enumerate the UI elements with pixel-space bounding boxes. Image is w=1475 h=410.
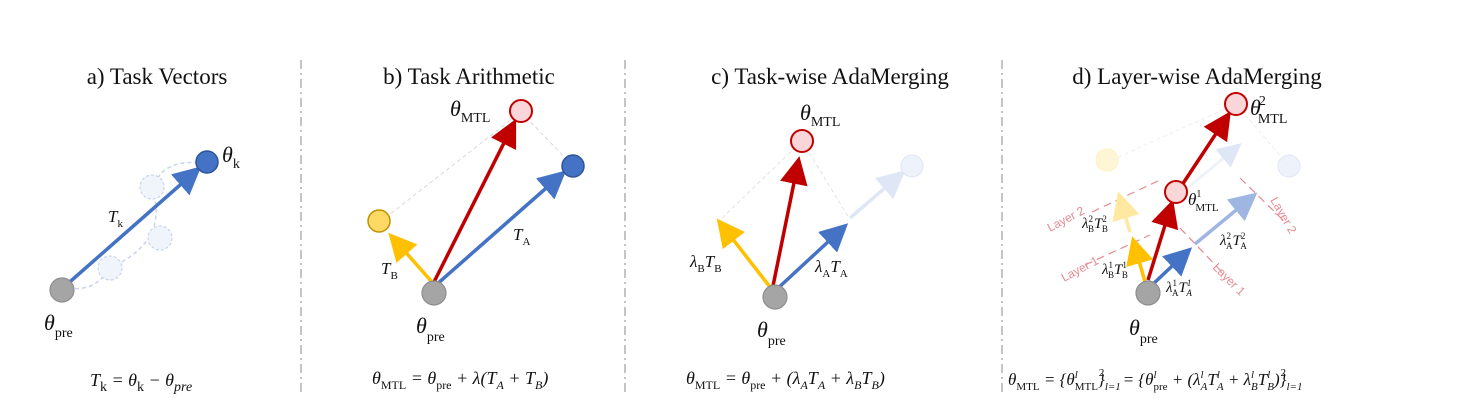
panel-b-point-mtl	[509, 99, 533, 123]
panel-b-point-b	[367, 209, 391, 233]
panel-b: b) Task Arithmetic θMTL TA TB θpre θMTL …	[367, 64, 585, 392]
panel-a-theta-pre-point	[49, 277, 75, 303]
panel-b-arrow-mtl	[432, 118, 517, 283]
panel-b-arrow-b	[388, 232, 434, 284]
panel-a-title: a) Task Vectors	[87, 64, 228, 89]
panel-d-blue-layer1-arrow	[1150, 247, 1193, 287]
panel-d-layer1-right-band	[1179, 227, 1223, 273]
panel-a-tk-label: Tk	[108, 207, 123, 230]
panel-c-point-mtl	[790, 129, 814, 153]
panel-d-yellow-layer1-arrow	[1126, 236, 1154, 283]
panel-d-faded-b-point	[1095, 148, 1119, 172]
panel-d-blue-layer2-arrow	[1193, 192, 1258, 246]
panel-d-layer2-right-band	[1239, 177, 1286, 223]
panel-a-task-vector-arrow	[62, 166, 202, 289]
panel-a-theta-k-label: θk	[222, 142, 240, 172]
panel-b-pre-label: θpre	[416, 313, 445, 345]
panel-c-dashed-2	[801, 140, 850, 219]
panel-b-title: b) Task Arithmetic	[383, 64, 555, 89]
panel-d-pre-label: θpre	[1129, 315, 1158, 347]
panel-a-equation: Tk = θk − θpre	[90, 370, 192, 395]
panel-d-yellow-layer2-arrow	[1112, 191, 1140, 233]
panel-d-faded-blue-arrow	[1184, 143, 1242, 192]
panel-b-point-a	[561, 154, 585, 178]
panel-c-pre-label: θpre	[757, 317, 786, 349]
panel-a-faded-point-3	[139, 174, 165, 200]
panel-d-red-layer1-arrow	[1146, 199, 1179, 281]
panel-d: d) Layer-wise AdaMerging Layer 2 Layer 1…	[1008, 64, 1322, 393]
panel-d-mtl2-point	[1224, 92, 1248, 116]
panel-d-layer2-left-band	[1091, 179, 1161, 213]
panel-c-equation: θMTL = θpre + (λATA + λBTB)	[686, 368, 885, 392]
panel-b-mtl-label: θMTL	[450, 96, 490, 126]
panel-d-layer1-right-label: Layer 1	[1210, 260, 1248, 298]
panel-a-faded-point-2	[147, 225, 173, 251]
panel-b-equation: θMTL = θpre + λ(TA + TB)	[372, 368, 548, 392]
panel-b-ta-label: TA	[513, 225, 530, 248]
panel-d-layer2-right-label: Layer 2	[1267, 195, 1299, 237]
panel-b-dashed-2	[520, 111, 574, 167]
panel-d-mtl1-point	[1164, 180, 1188, 204]
panel-c-dashed-1	[721, 140, 803, 219]
panel-a-faded-point-1	[97, 255, 123, 281]
panel-c-faded-arrow	[848, 170, 906, 220]
panel-d-pre-point	[1135, 280, 1161, 306]
panel-c-point-pre	[762, 284, 788, 310]
panel-c: c) Task-wise AdaMerging θMTL λBTB λATA θ…	[686, 64, 949, 392]
panel-c-lbtb-label: λBTB	[689, 252, 722, 275]
panel-c-arrow-a	[774, 223, 849, 292]
panel-d-layer2-left-label: Layer 2	[1045, 203, 1087, 234]
panel-c-arrow-mtl	[771, 156, 808, 287]
panel-b-tb-label: TB	[381, 259, 398, 282]
panel-a-theta-pre-label: θpre	[44, 310, 73, 341]
panel-c-lata-label: λATA	[814, 257, 848, 280]
panel-c-arrow-b	[716, 218, 772, 289]
panel-a: a) Task Vectors θk Tk θpre Tk = θk − θpr…	[44, 64, 240, 395]
panel-b-point-pre	[421, 280, 447, 306]
panel-d-layer1-left-label: Layer 1	[1059, 253, 1101, 284]
panel-b-dashed-1	[379, 111, 522, 223]
panel-b-arrow-a	[434, 170, 567, 287]
panel-c-title: c) Task-wise AdaMerging	[711, 64, 949, 89]
panel-d-red-layer2-arrow	[1180, 111, 1231, 186]
panel-a-theta-k-point	[195, 150, 219, 174]
panel-d-faded-a-point	[1277, 154, 1301, 178]
panel-d-title: d) Layer-wise AdaMerging	[1072, 64, 1322, 89]
panel-c-faded-point	[900, 154, 924, 178]
panel-c-mtl-label: θMTL	[800, 100, 840, 130]
